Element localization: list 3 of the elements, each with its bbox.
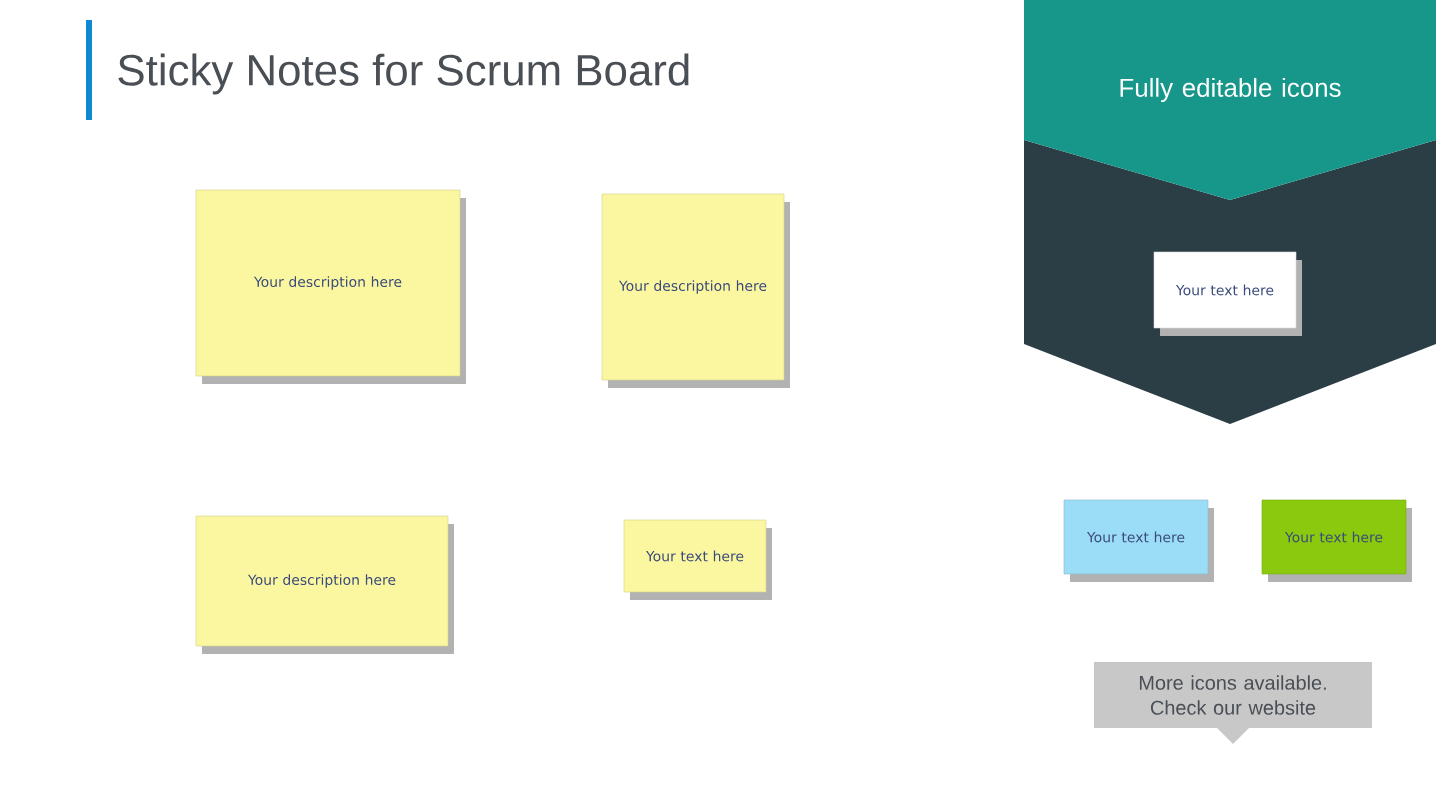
node-label: Fully editable icons (1120, 77, 1341, 103)
callout-box: More icons available. Check our website (1094, 662, 1372, 744)
title: Sticky Notes for Scrum Board (118, 53, 689, 95)
